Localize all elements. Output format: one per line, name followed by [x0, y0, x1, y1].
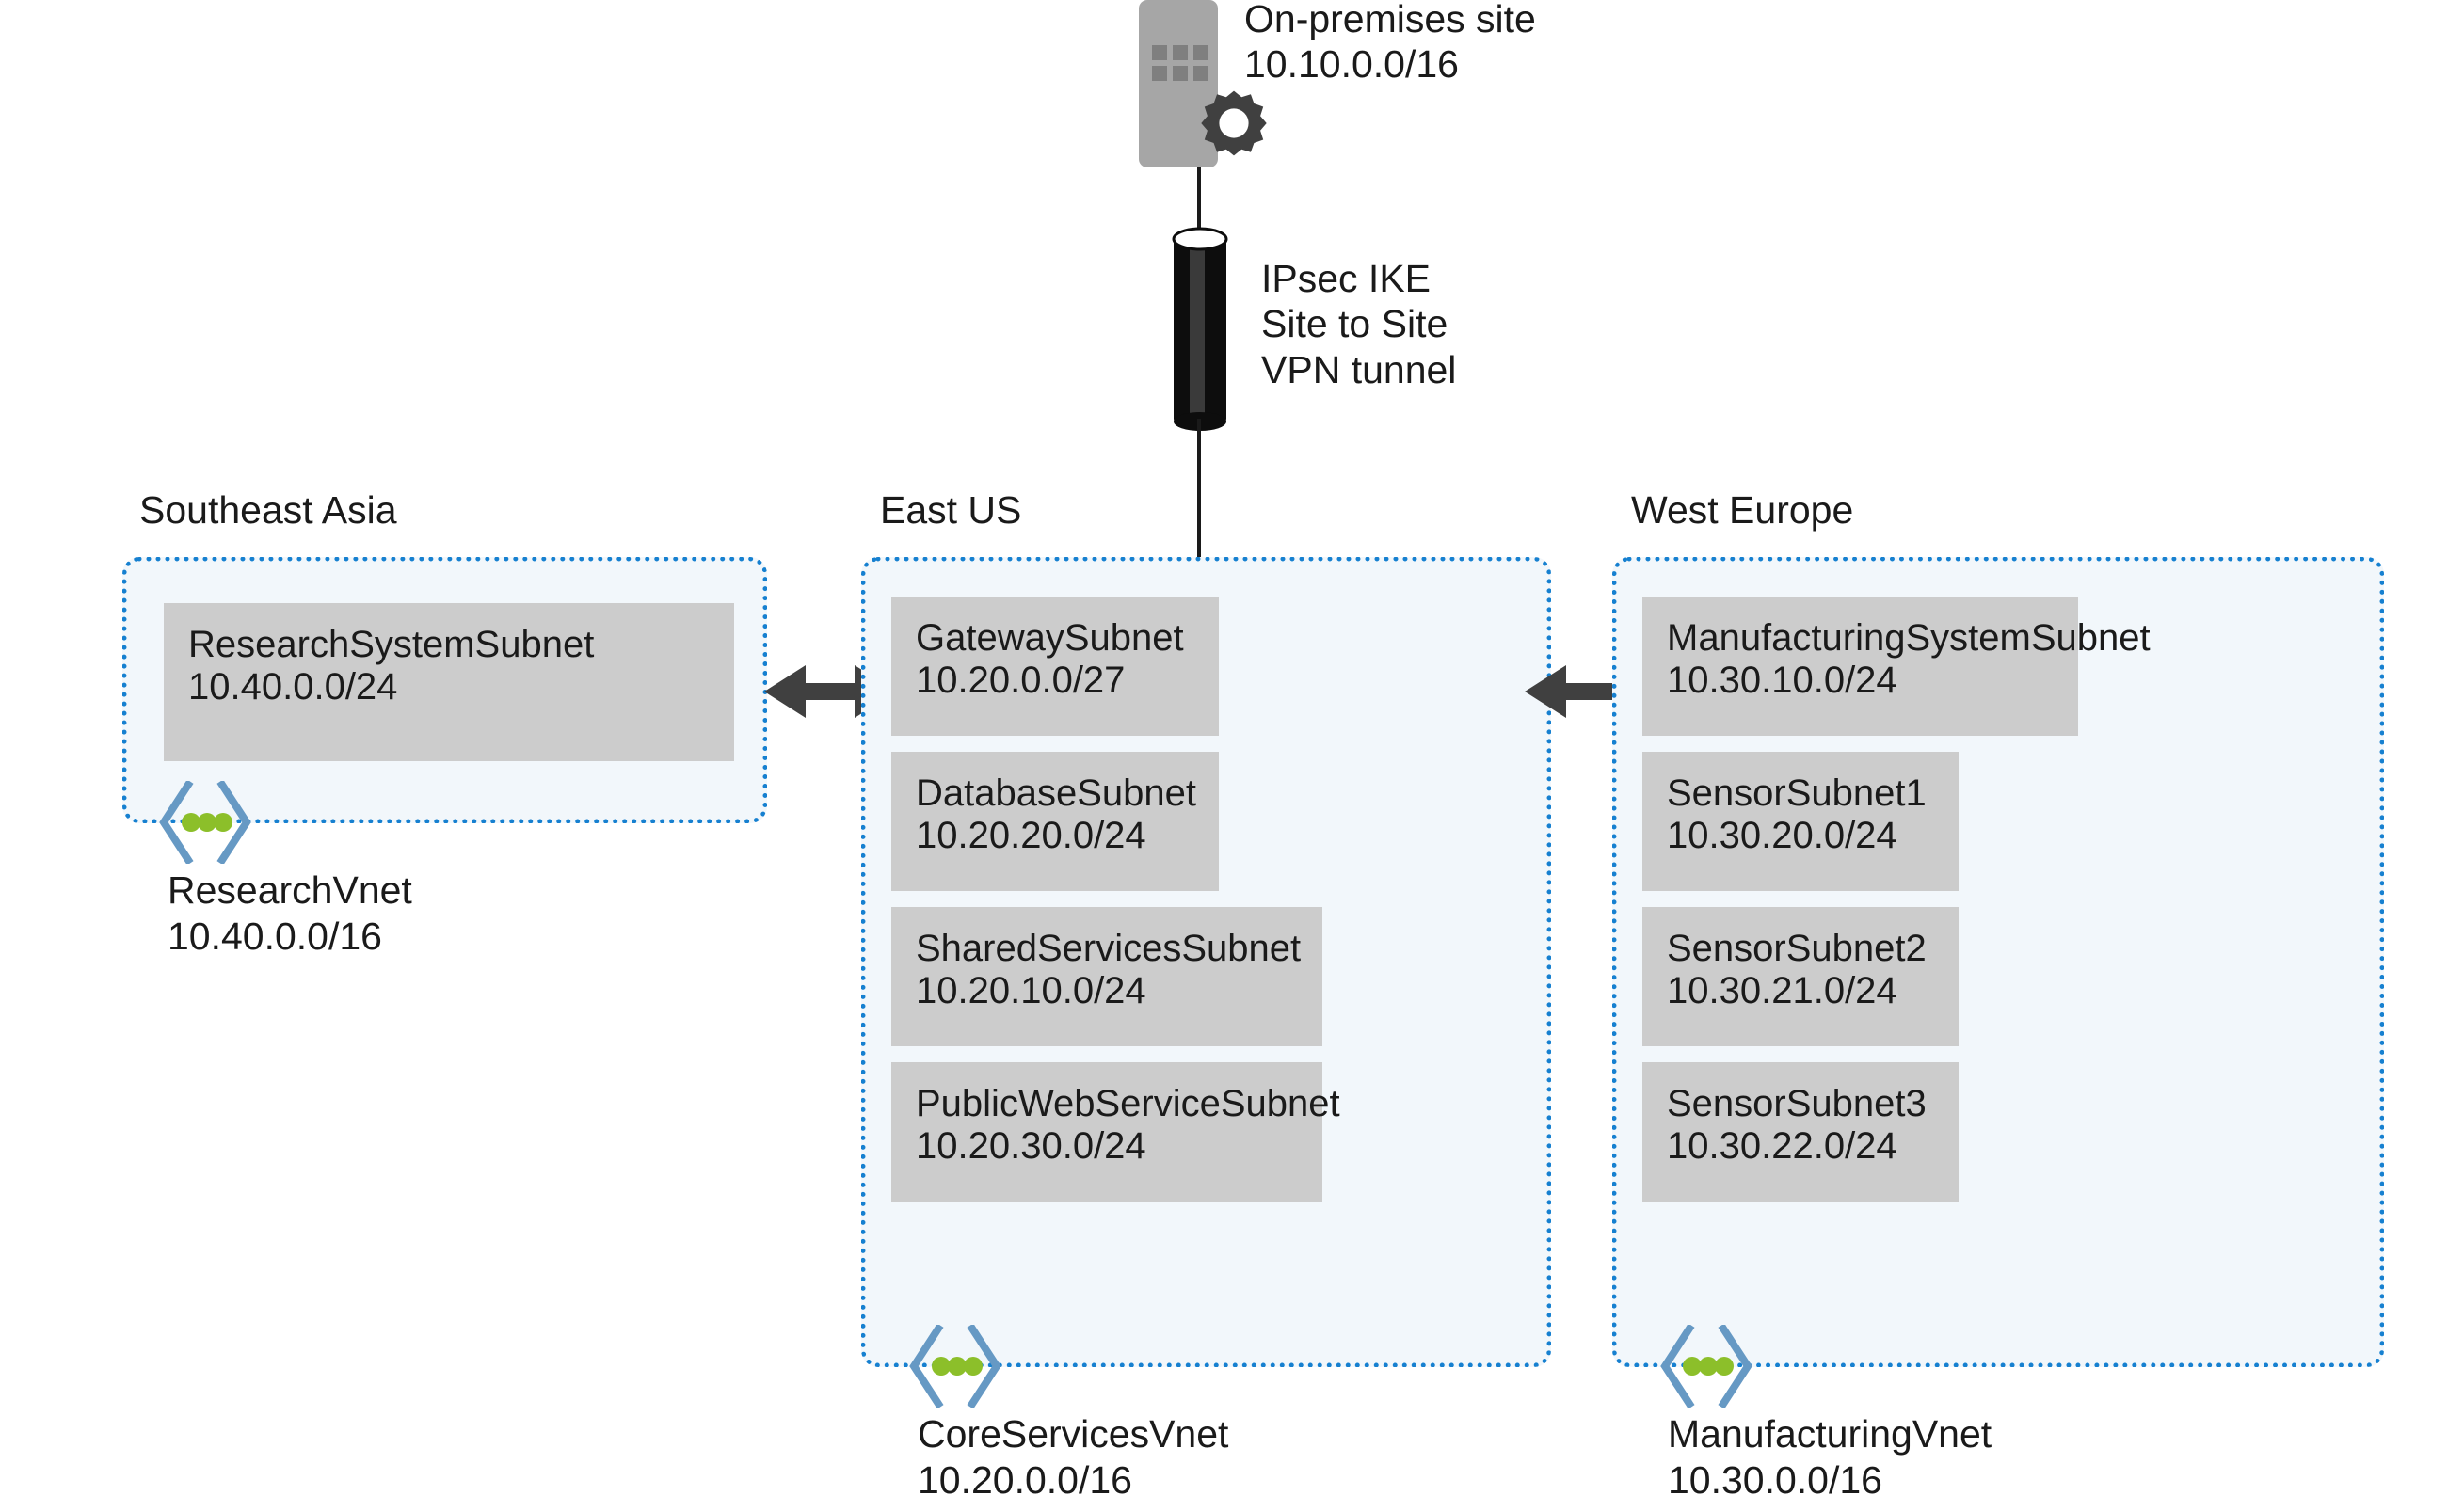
- subnet-gatewaysubnet[interactable]: GatewaySubnet 10.20.0.0/27: [891, 597, 1219, 736]
- building-window: [1173, 66, 1188, 81]
- vnet-name: ResearchVnet: [168, 868, 412, 912]
- on-premises-building-icon: [1139, 0, 1218, 167]
- virtual-network-icon: [1660, 1325, 1752, 1408]
- onpremises-label-block: On-premises site 10.10.0.0/16: [1244, 0, 1536, 88]
- vpn-label-line-1: IPsec IKE: [1261, 257, 1432, 300]
- subnet-name: SensorSubnet1: [1667, 772, 1927, 814]
- region-label-southeast-asia: Southeast Asia: [139, 488, 397, 532]
- subnet-cidr: 10.40.0.0/24: [188, 665, 398, 708]
- vnet-cidr: 10.30.0.0/16: [1668, 1458, 1882, 1496]
- vnet-cidr: 10.40.0.0/16: [168, 915, 382, 959]
- subnet-cidr: 10.30.22.0/24: [1667, 1124, 1897, 1167]
- onpremises-cidr: 10.10.0.0/16: [1244, 42, 1459, 87]
- subnet-researchsystemsubnet[interactable]: ResearchSystemSubnet 10.40.0.0/24: [164, 603, 734, 761]
- vnet-name: CoreServicesVnet: [918, 1412, 1229, 1456]
- subnet-sensorsubnet2[interactable]: SensorSubnet2 10.30.21.0/24: [1642, 907, 1959, 1046]
- subnet-sensorsubnet1[interactable]: SensorSubnet1 10.30.20.0/24: [1642, 752, 1959, 891]
- vnet-caption-researchvnet: ResearchVnet 10.40.0.0/16: [168, 867, 412, 960]
- subnet-name: SharedServicesSubnet: [916, 928, 1302, 969]
- subnet-databasesubnet[interactable]: DatabaseSubnet 10.20.20.0/24: [891, 752, 1219, 891]
- subnet-sharedservicessubnet[interactable]: SharedServicesSubnet 10.20.10.0/24: [891, 907, 1322, 1046]
- subnet-name: PublicWebServiceSubnet: [916, 1083, 1340, 1124]
- subnet-name: DatabaseSubnet: [916, 772, 1197, 814]
- vpn-connector-line-top: [1197, 167, 1201, 262]
- building-window: [1152, 45, 1167, 60]
- subnet-manufacturingsystemsubnet[interactable]: ManufacturingSystemSubnet 10.30.10.0/24: [1642, 597, 2151, 736]
- gear-icon: [1201, 90, 1267, 156]
- vnet-cidr: 10.20.0.0/16: [918, 1458, 1132, 1496]
- vpn-tunnel-icon: [1172, 227, 1228, 431]
- vpn-connector-line-bottom: [1197, 419, 1201, 560]
- subnet-cidr: 10.30.10.0/24: [1667, 659, 1897, 701]
- virtual-network-icon: [909, 1325, 1001, 1408]
- vnet-caption-coreservicesvnet: CoreServicesVnet 10.20.0.0/16: [918, 1411, 1228, 1496]
- virtual-network-icon: [159, 781, 251, 864]
- subnet-cidr: 10.20.20.0/24: [916, 814, 1146, 856]
- subnet-name: SensorSubnet2: [1667, 928, 1927, 969]
- building-windows: [1152, 45, 1208, 81]
- vpn-tunnel-label-block: IPsec IKE Site to Site VPN tunnel: [1261, 256, 1456, 392]
- vnet-caption-manufacturingvnet: ManufacturingVnet 10.30.0.0/16: [1668, 1411, 1992, 1496]
- onpremises-site-group: On-premises site 10.10.0.0/16: [1139, 0, 1892, 179]
- vnet-box-coreservicesvnet[interactable]: GatewaySubnet 10.20.0.0/27 DatabaseSubne…: [861, 557, 1551, 1367]
- subnet-publicwebservicesubnet[interactable]: PublicWebServiceSubnet 10.20.30.0/24: [891, 1062, 1340, 1202]
- region-label-east-us: East US: [880, 488, 1022, 532]
- building-window: [1173, 45, 1188, 60]
- subnet-cidr: 10.20.10.0/24: [916, 969, 1146, 1011]
- subnet-name: ResearchSystemSubnet: [188, 624, 595, 665]
- building-window: [1193, 45, 1208, 60]
- onpremises-name: On-premises site: [1244, 0, 1536, 40]
- vnet-name: ManufacturingVnet: [1668, 1412, 1992, 1456]
- vnet-box-manufacturingvnet[interactable]: ManufacturingSystemSubnet 10.30.10.0/24 …: [1612, 557, 2384, 1367]
- vpn-label-line-2: Site to Site: [1261, 302, 1448, 346]
- subnet-cidr: 10.20.30.0/24: [916, 1124, 1146, 1167]
- subnet-cidr: 10.30.21.0/24: [1667, 969, 1897, 1011]
- subnet-sensorsubnet3[interactable]: SensorSubnet3 10.30.22.0/24: [1642, 1062, 1959, 1202]
- building-window: [1193, 66, 1208, 81]
- subnet-cidr: 10.20.0.0/27: [916, 659, 1126, 701]
- subnet-cidr: 10.30.20.0/24: [1667, 814, 1897, 856]
- vpn-label-line-3: VPN tunnel: [1261, 347, 1457, 391]
- building-window: [1152, 66, 1167, 81]
- region-label-west-europe: West Europe: [1631, 488, 1854, 532]
- subnet-name: SensorSubnet3: [1667, 1083, 1927, 1124]
- subnet-name: ManufacturingSystemSubnet: [1667, 617, 2151, 659]
- subnet-name: GatewaySubnet: [916, 617, 1184, 659]
- vnet-box-researchvnet[interactable]: ResearchSystemSubnet 10.40.0.0/24: [122, 557, 767, 823]
